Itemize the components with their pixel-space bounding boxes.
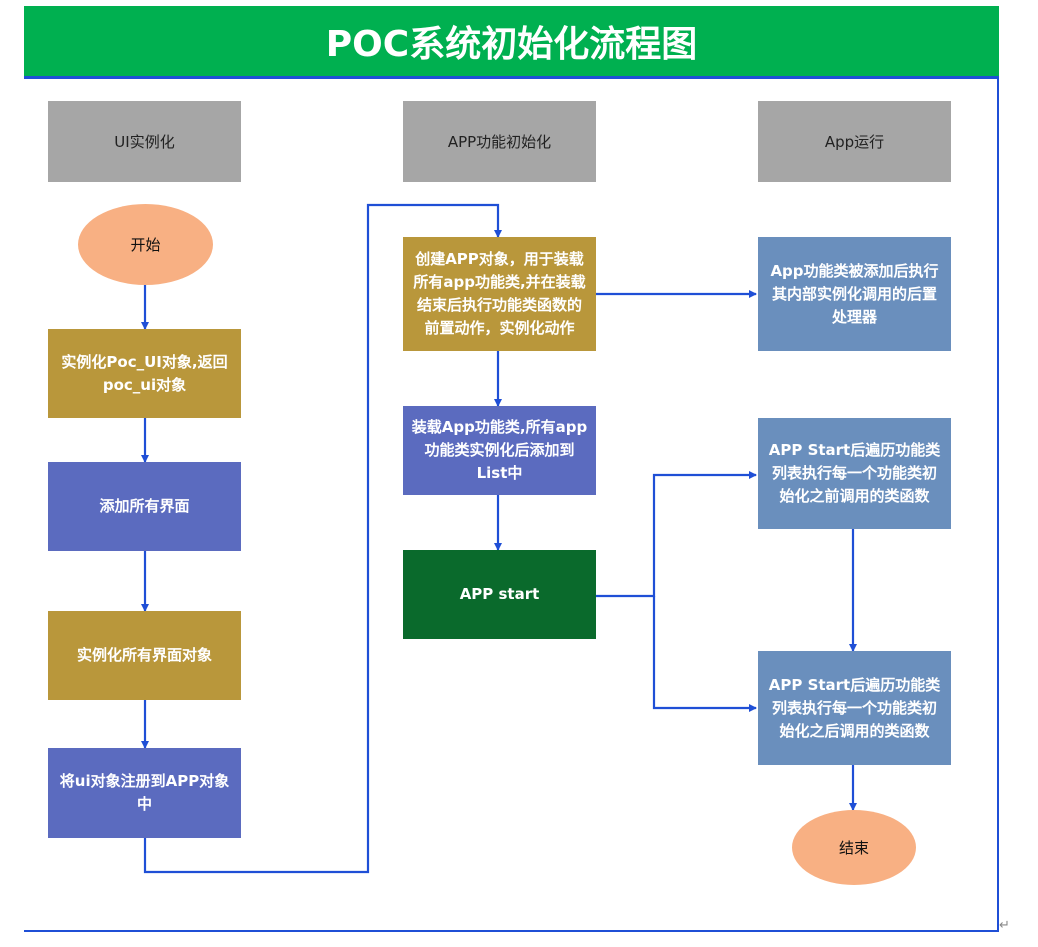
lane-header-ui: UI实例化 (48, 101, 241, 182)
before-init-step: APP Start后遍历功能类列表执行每一个功能类初始化之前调用的类函数 (758, 418, 951, 529)
end-terminal: 结束 (792, 810, 916, 885)
lane-header-app-init: APP功能初始化 (403, 101, 596, 182)
instantiate-views-step: 实例化所有界面对象 (48, 611, 241, 700)
arrow-app-start-to-before-init (596, 471, 757, 598)
diagram-frame (24, 6, 999, 932)
arrow-register-to-create-app (143, 203, 502, 874)
arrow-app-start-to-after-init (652, 596, 757, 712)
post-processor-step: App功能类被添加后执行其内部实例化调用的后置处理器 (758, 237, 951, 351)
app-start-step: APP start (403, 550, 596, 639)
add-all-views-step: 添加所有界面 (48, 462, 241, 551)
lane-header-app-run: App运行 (758, 101, 951, 182)
instantiate-poc-ui-step: 实例化Poc_UI对象,返回poc_ui对象 (48, 329, 241, 418)
start-terminal: 开始 (78, 204, 213, 285)
after-init-step: APP Start后遍历功能类列表执行每一个功能类初始化之后调用的类函数 (758, 651, 951, 765)
paragraph-mark: ↵ (999, 918, 1010, 933)
load-app-classes-step: 装载App功能类,所有app功能类实例化后添加到List中 (403, 406, 596, 495)
create-app-step: 创建APP对象，用于装载所有app功能类,并在装载结束后执行功能类函数的前置动作… (403, 237, 596, 351)
register-ui-step: 将ui对象注册到APP对象中 (48, 748, 241, 838)
diagram-title: POC系统初始化流程图 (24, 6, 999, 79)
